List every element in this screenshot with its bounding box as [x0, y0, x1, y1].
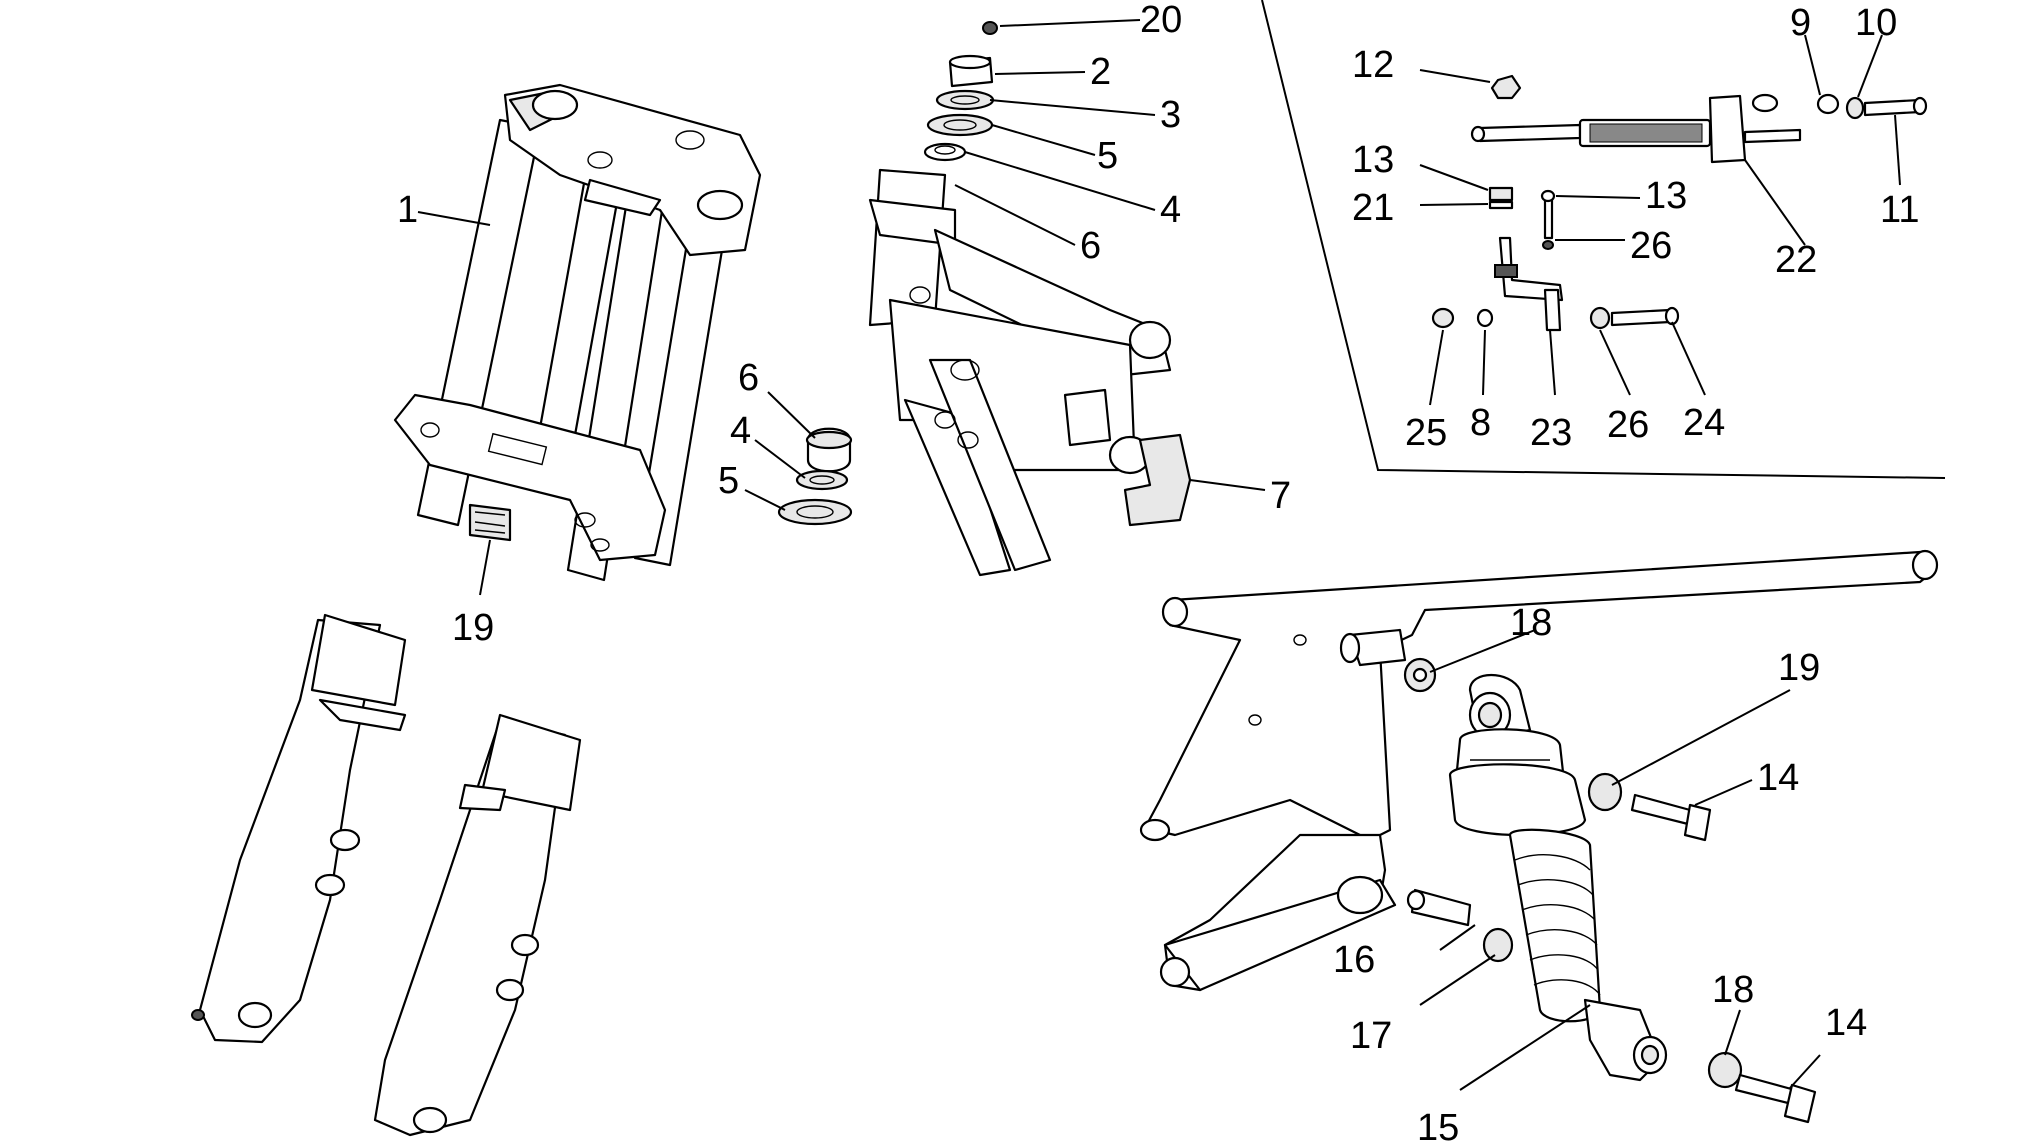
steering-head-frame	[868, 168, 1172, 577]
callout-12: 12	[1352, 44, 1394, 86]
callout-22: 22	[1775, 239, 1817, 281]
callout-26-bottom: 26	[1607, 404, 1649, 446]
part-19-washer	[1587, 772, 1623, 812]
callout-5-bottom: 5	[718, 460, 739, 502]
part-7-bracket	[1123, 433, 1192, 527]
callout-labels: 1 20 2 3 5 4 6 6 4 5 7 19 9 10 11 12 13 …	[397, 0, 1919, 1143]
callout-19-fork: 19	[452, 607, 494, 649]
steering-damper	[1431, 74, 1928, 332]
callout-5-top: 5	[1097, 135, 1118, 177]
callout-26-top: 26	[1630, 225, 1672, 267]
part-14-bolt-bottom	[1734, 1073, 1797, 1106]
callout-9: 9	[1790, 2, 1811, 44]
callout-13-right: 13	[1645, 175, 1687, 217]
callout-6-bottom: 6	[738, 357, 759, 399]
part-19-plate	[468, 503, 512, 542]
rear-shock-absorber	[1448, 673, 1668, 1082]
leader-lines	[417, 19, 1901, 1091]
callout-1: 1	[397, 189, 418, 231]
callout-14-top: 14	[1757, 757, 1799, 799]
callout-4-bottom: 4	[730, 410, 751, 452]
callout-15: 15	[1417, 1107, 1459, 1143]
callout-19-shock: 19	[1778, 647, 1820, 689]
rear-frame	[1139, 549, 1939, 842]
callout-3: 3	[1160, 94, 1181, 136]
callout-6-top: 6	[1080, 225, 1101, 267]
steering-bearings-top	[923, 21, 998, 162]
callout-18-top: 18	[1510, 602, 1552, 644]
callout-21: 21	[1352, 187, 1394, 229]
callout-14-bottom: 14	[1825, 1002, 1867, 1044]
callout-10: 10	[1855, 2, 1897, 44]
callout-17: 17	[1350, 1015, 1392, 1057]
steering-bearings-bottom	[777, 427, 853, 526]
front-fork	[191, 83, 762, 1137]
part-17-washer	[1482, 927, 1514, 963]
part-14-bolt-top	[1630, 793, 1692, 826]
part-18-washer-bottom	[1707, 1051, 1743, 1089]
callout-25: 25	[1405, 412, 1447, 454]
callout-20: 20	[1140, 0, 1182, 41]
callout-7: 7	[1270, 475, 1291, 517]
callout-2: 2	[1090, 51, 1111, 93]
callout-23: 23	[1530, 412, 1572, 454]
callout-4-top: 4	[1160, 189, 1181, 231]
callout-18-bottom: 18	[1712, 969, 1754, 1011]
swingarm	[1159, 833, 1472, 992]
inset-frame	[1261, 0, 1946, 479]
callout-16: 16	[1333, 939, 1375, 981]
callout-13-left: 13	[1352, 139, 1394, 181]
callout-8: 8	[1470, 402, 1491, 444]
callout-24: 24	[1683, 402, 1725, 444]
callout-11: 11	[1880, 189, 1919, 231]
